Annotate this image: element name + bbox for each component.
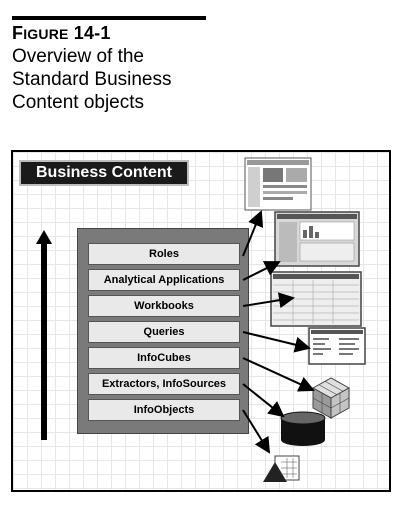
layer-analytical-applications: Analytical Applications: [88, 269, 240, 291]
arrow-analytical-applications: [242, 261, 281, 281]
analytical-application-screenshot-icon: [274, 211, 360, 267]
infoobject-icon: [263, 455, 300, 482]
arrow-queries: [242, 331, 311, 353]
layer-workbooks: Workbooks: [88, 295, 240, 317]
layer-extractors-infosources: Extractors, InfoSources: [88, 373, 240, 395]
arrow-roles: [242, 210, 264, 257]
layer-infocubes: InfoCubes: [88, 347, 240, 369]
web-portal-screenshot-icon: [244, 157, 312, 211]
caption-line-1: Overview of the: [12, 46, 144, 67]
figure-number: FIGURE 14-1: [12, 23, 111, 44]
caption-line-3: Content objects: [12, 92, 145, 113]
caption-line-2: Standard Business: [12, 69, 172, 90]
diagram-illustrations: [242, 157, 366, 482]
content-layer-stack: Roles Analytical Applications Workbooks …: [77, 228, 249, 434]
diagram-title: Business Content: [19, 160, 189, 186]
figure-number-prefix: F: [12, 23, 24, 43]
figure-number-value: 14-1: [73, 23, 111, 43]
layer-infoobjects: InfoObjects: [88, 399, 240, 421]
layer-connector-arrows: [242, 210, 315, 454]
diagram-frame: Business Content Roles Analytical Applic…: [11, 150, 391, 492]
layer-queries: Queries: [88, 321, 240, 343]
figure-top-rule: [12, 16, 206, 20]
arrow-infoobjects: [242, 409, 271, 454]
infocube-cube-icon: [311, 377, 351, 419]
arrow-extractors-infosources: [242, 383, 285, 418]
layer-roles: Roles: [88, 243, 240, 265]
upward-arrow-icon: [36, 230, 52, 440]
query-report-icon: [308, 327, 366, 365]
figure-number-small-caps: IGURE: [23, 26, 69, 42]
figure-caption: Overview of the Standard Business Conten…: [12, 45, 212, 114]
arrow-workbooks: [242, 292, 295, 309]
database-cylinder-icon: [280, 411, 326, 446]
arrow-infocubes: [242, 357, 315, 392]
